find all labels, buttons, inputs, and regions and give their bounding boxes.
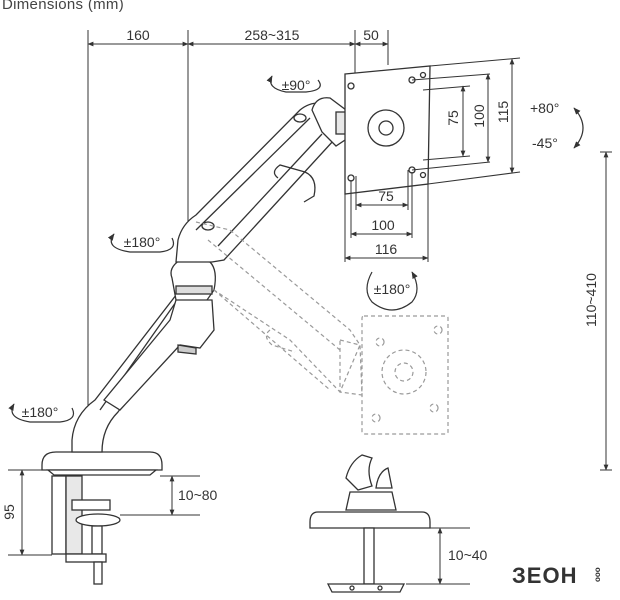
brand-logo: ЗЕОН xyxy=(512,563,577,588)
vesa-100-width-label: 100 xyxy=(371,217,395,233)
dim-10-40-label: 10~40 xyxy=(448,547,488,563)
rotate-180-base-label: ±180° xyxy=(22,404,59,420)
tilt-arrow-icon xyxy=(573,107,584,149)
arm-lower-gas-spring xyxy=(103,299,215,411)
tilt-up-label: +80° xyxy=(530,100,559,116)
grommet-base xyxy=(309,454,431,593)
rotate-180-left-arrow-icon xyxy=(107,233,175,253)
vesa-75-height-label: 75 xyxy=(445,110,461,126)
rotate-90-arrow-icon xyxy=(266,75,321,93)
vesa-plate xyxy=(344,65,431,195)
rotate-180-monitor-label: ±180° xyxy=(374,281,411,297)
clamp-dimension-lines xyxy=(8,469,200,556)
vesa-dimension-lines xyxy=(344,57,521,262)
dim-10-80-label: 10~80 xyxy=(178,487,218,503)
dim-160-label: 160 xyxy=(126,27,150,43)
rotate-180-left-label: ±180° xyxy=(124,234,161,250)
brand-logo-sub: ooo xyxy=(593,567,602,582)
arm-elbow-joint xyxy=(170,259,216,311)
height-range-label: 110~410 xyxy=(583,273,599,327)
arm-ghost-position xyxy=(195,221,449,435)
tilt-down-label: -45° xyxy=(532,135,558,151)
vesa-100-height-label: 100 xyxy=(471,104,487,128)
rotate-180-monitor-arrow-icon xyxy=(366,271,418,311)
grommet-dimension-lines xyxy=(406,527,470,585)
dim-115-height-label: 115 xyxy=(495,101,511,124)
clamp-base xyxy=(41,451,163,585)
dim-116-width-label: 116 xyxy=(375,241,398,257)
height-range-lines xyxy=(600,151,612,471)
dim-50-label: 50 xyxy=(363,27,379,43)
dim-258-315-label: 258~315 xyxy=(245,27,300,43)
top-dimension-lines xyxy=(87,30,389,420)
arm-upper-section xyxy=(175,102,343,263)
vesa-75-width-label: 75 xyxy=(378,188,394,204)
rotate-180-base-arrow-icon xyxy=(8,403,75,423)
page-title: Dimensions (mm) xyxy=(2,0,125,13)
rotate-90-label: ±90° xyxy=(282,77,311,93)
dim-95-label: 95 xyxy=(1,504,17,520)
